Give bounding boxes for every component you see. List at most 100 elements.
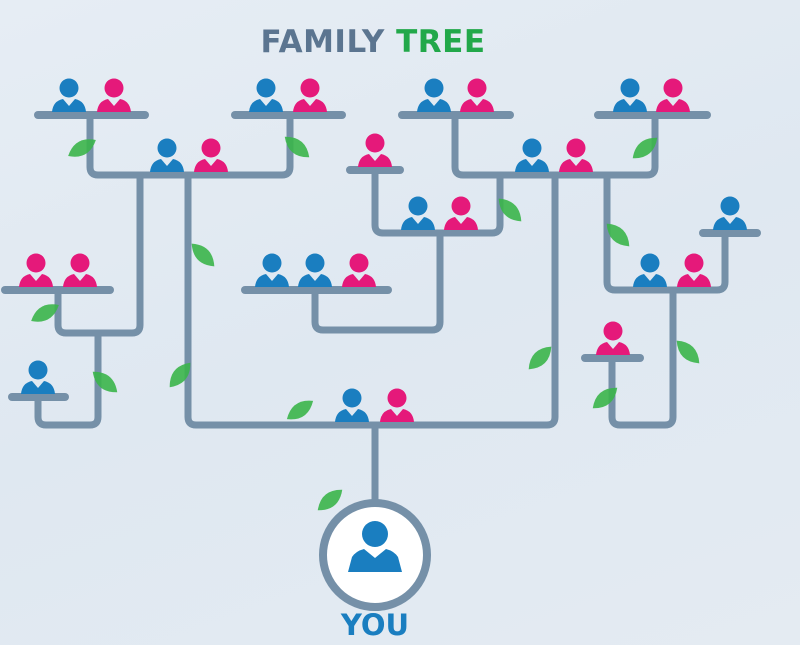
tree-branch — [54, 171, 144, 337]
person-male-icon — [21, 360, 55, 394]
person-head — [684, 253, 704, 273]
leaf-icon — [498, 198, 522, 222]
person-male-icon — [335, 388, 369, 422]
person-head — [300, 78, 320, 98]
person-body — [348, 549, 402, 572]
person-body — [401, 217, 435, 230]
leaf-icon — [632, 137, 658, 159]
person-male-icon — [249, 78, 283, 112]
person-male-icon — [401, 196, 435, 230]
person-female-icon — [677, 253, 711, 287]
person-male-icon — [150, 138, 184, 172]
person-body — [677, 274, 711, 287]
person-male-icon — [417, 78, 451, 112]
person-female-icon — [596, 321, 630, 355]
person-head — [349, 253, 369, 273]
person-body — [97, 99, 131, 112]
person-female-icon — [63, 253, 97, 287]
person-head — [26, 253, 46, 273]
person-head — [157, 138, 177, 158]
you-person-icon — [348, 521, 402, 572]
person-female-icon — [444, 196, 478, 230]
person-head — [365, 133, 385, 153]
person-body — [335, 409, 369, 422]
person-head — [305, 253, 325, 273]
leaf-icon — [317, 489, 343, 511]
person-head — [566, 138, 586, 158]
person-head — [522, 138, 542, 158]
leaf-icon — [191, 243, 215, 267]
person-head — [603, 321, 623, 341]
person-head — [70, 253, 90, 273]
person-body — [460, 99, 494, 112]
person-male-icon — [613, 78, 647, 112]
person-female-icon — [97, 78, 131, 112]
person-body — [444, 217, 478, 230]
person-head — [620, 78, 640, 98]
person-head — [28, 360, 48, 380]
leaf-icon — [92, 371, 118, 393]
person-body — [596, 342, 630, 355]
person-body — [63, 274, 97, 287]
person-body — [150, 159, 184, 172]
title-tree: TREE — [396, 24, 486, 60]
title-family: FAMILY — [260, 24, 385, 60]
page-title: FAMILY TREE — [0, 24, 746, 60]
person-head — [424, 78, 444, 98]
person-female-icon — [460, 78, 494, 112]
person-female-icon — [342, 253, 376, 287]
person-body — [293, 99, 327, 112]
tree-branch — [34, 329, 102, 429]
person-body — [52, 99, 86, 112]
you-circle — [319, 499, 431, 611]
person-head — [59, 78, 79, 98]
person-female-icon — [380, 388, 414, 422]
person-body — [515, 159, 549, 172]
person-head — [342, 388, 362, 408]
person-head — [640, 253, 660, 273]
person-head — [387, 388, 407, 408]
person-female-icon — [559, 138, 593, 172]
tree-branch — [451, 111, 659, 179]
tree-branch — [371, 166, 504, 237]
person-body — [249, 99, 283, 112]
leaf-icon — [676, 340, 700, 364]
leaf-icon — [31, 304, 59, 322]
person-male-icon — [255, 253, 289, 287]
person-body — [298, 274, 332, 287]
person-head — [362, 521, 388, 547]
person-body — [358, 154, 392, 167]
leaf-icon — [528, 346, 552, 370]
tree-branch — [608, 286, 677, 429]
person-body — [417, 99, 451, 112]
person-body — [559, 159, 593, 172]
person-female-icon — [656, 78, 690, 112]
person-head — [663, 78, 683, 98]
person-head — [256, 78, 276, 98]
person-body — [21, 381, 55, 394]
leaf-icon — [606, 223, 630, 247]
person-head — [104, 78, 124, 98]
person-body — [713, 217, 747, 230]
leaf-icon — [68, 139, 96, 157]
person-body — [255, 274, 289, 287]
person-body — [633, 274, 667, 287]
person-head — [262, 253, 282, 273]
leaf-icon — [592, 387, 618, 409]
person-head — [451, 196, 471, 216]
leaf-icon — [284, 136, 310, 158]
person-female-icon — [293, 78, 327, 112]
leaf-icon — [286, 400, 314, 420]
tree-branch — [603, 171, 729, 294]
person-head — [720, 196, 740, 216]
leaf-icon — [169, 362, 191, 388]
person-body — [19, 274, 53, 287]
tree-branch — [311, 229, 444, 334]
you-label: YOU — [340, 608, 410, 642]
person-body — [342, 274, 376, 287]
person-male-icon — [52, 78, 86, 112]
person-body — [194, 159, 228, 172]
person-female-icon — [358, 133, 392, 167]
person-body — [613, 99, 647, 112]
